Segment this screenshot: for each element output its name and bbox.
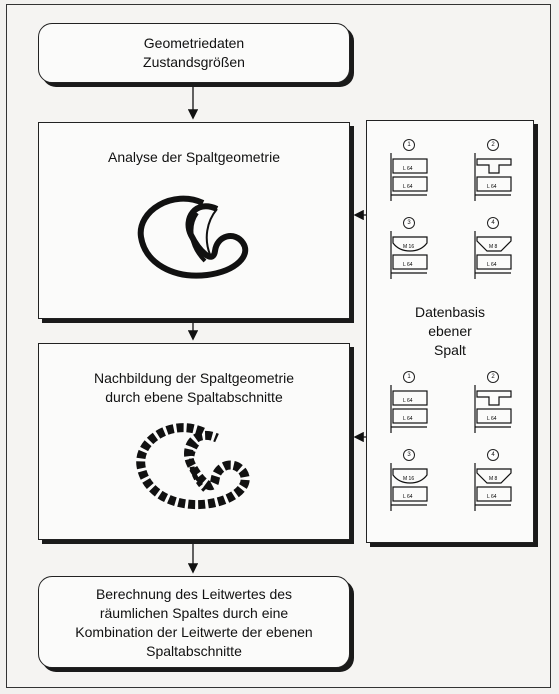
tile-number: 3 <box>403 449 415 461</box>
flange-sketch-icon <box>390 153 428 201</box>
tile-label-1: M 16 <box>403 244 414 250</box>
input-data-line1: Geometriedaten <box>143 35 245 51</box>
db-tile-bottom-3: 3 M 16 L 64 <box>387 449 431 513</box>
reconstruction-line2: durch ebene Spaltabschnitte <box>105 389 283 405</box>
gap-geometry-ring-icon <box>137 195 249 279</box>
flange-sketch-icon <box>390 385 428 433</box>
tile-label-1: L 64 <box>403 166 413 172</box>
db-tile-top-3: 3 M 16 L 64 <box>387 217 431 281</box>
db-tile-top-4: 4 M 8 L 64 <box>471 217 515 281</box>
input-data-box: Geometriedaten Zustandsgrößen <box>38 23 350 83</box>
flange-sketch-icon <box>390 463 428 511</box>
tile-number: 1 <box>403 139 415 151</box>
tile-number: 1 <box>403 371 415 383</box>
database-label-line3: Spalt <box>434 342 466 358</box>
flange-sketch-icon <box>390 231 428 279</box>
database-label: Datenbasis ebener Spalt <box>367 303 533 360</box>
tile-labels-icon: L 64 <box>487 416 497 422</box>
tile-number: 4 <box>487 449 499 461</box>
db-tile-top-1: 1 L 64 L 64 <box>387 139 431 203</box>
tile-labels-icon: M 8 L 64 <box>487 476 498 500</box>
flange-sketch-icon <box>474 153 512 201</box>
tile-label-1: L 64 <box>487 416 497 422</box>
db-tile-bottom-4: 4 M 8 L 64 <box>471 449 515 513</box>
tile-number: 4 <box>487 217 499 229</box>
tile-label-1: M 8 <box>489 476 498 482</box>
segmented-ring-icon <box>136 423 250 510</box>
flange-sketch-icon <box>474 463 512 511</box>
flange-sketch-icon <box>474 385 512 433</box>
tile-label-2: L 64 <box>487 262 497 268</box>
reconstruction-title: Nachbildung der Spaltgeometrie durch ebe… <box>39 369 349 407</box>
tile-labels-icon: L 64 L 64 <box>403 166 413 190</box>
analysis-title: Analyse der Spaltgeometrie <box>108 149 280 165</box>
tile-label-1: M 16 <box>403 476 414 482</box>
tile-labels-icon: L 64 <box>487 184 497 190</box>
tile-labels-icon: M 8 L 64 <box>487 244 498 268</box>
tile-number: 3 <box>403 217 415 229</box>
tile-label-2: L 64 <box>403 416 413 422</box>
tile-label-2: L 64 <box>487 494 497 500</box>
tile-number: 2 <box>487 139 499 151</box>
tile-number: 2 <box>487 371 499 383</box>
analysis-box: Analyse der Spaltgeometrie <box>38 122 350 319</box>
db-tile-bottom-2: 2 L 64 <box>471 371 515 435</box>
db-tile-bottom-1: 1 L 64 L 64 <box>387 371 431 435</box>
reconstruction-line1: Nachbildung der Spaltgeometrie <box>93 370 294 386</box>
result-line4: Spaltabschnitte <box>146 643 242 659</box>
tile-label-2: L 64 <box>403 494 413 500</box>
tile-label-2: L 64 <box>403 262 413 268</box>
tile-labels-icon: M 16 L 64 <box>403 244 414 268</box>
tile-label-1: L 64 <box>403 398 413 404</box>
result-box: Berechnung des Leitwertes des räumlichen… <box>38 576 350 668</box>
result-line3: Kombination der Leitwerte der ebenen <box>75 624 313 640</box>
tile-label-2: L 64 <box>403 184 413 190</box>
db-tile-top-2: 2 L 64 <box>471 139 515 203</box>
tile-label-1: L 64 <box>487 184 497 190</box>
result-line1: Berechnung des Leitwertes des <box>95 586 293 602</box>
tile-label-1: M 8 <box>489 244 498 250</box>
flange-sketch-icon <box>474 231 512 279</box>
result-line2: räumlichen Spaltes durch eine <box>99 605 289 621</box>
input-data-line2: Zustandsgrößen <box>143 54 245 70</box>
reconstruction-box: Nachbildung der Spaltgeometrie durch ebe… <box>38 343 350 540</box>
tile-labels-icon: M 16 L 64 <box>403 476 414 500</box>
database-label-line1: Datenbasis <box>414 304 486 320</box>
tile-labels-icon: L 64 L 64 <box>403 398 413 422</box>
planar-gap-database-box: 1 L 64 L 64 2 L 64 3 M 16 L 64 4 <box>366 120 534 543</box>
database-label-line2: ebener <box>428 323 472 339</box>
